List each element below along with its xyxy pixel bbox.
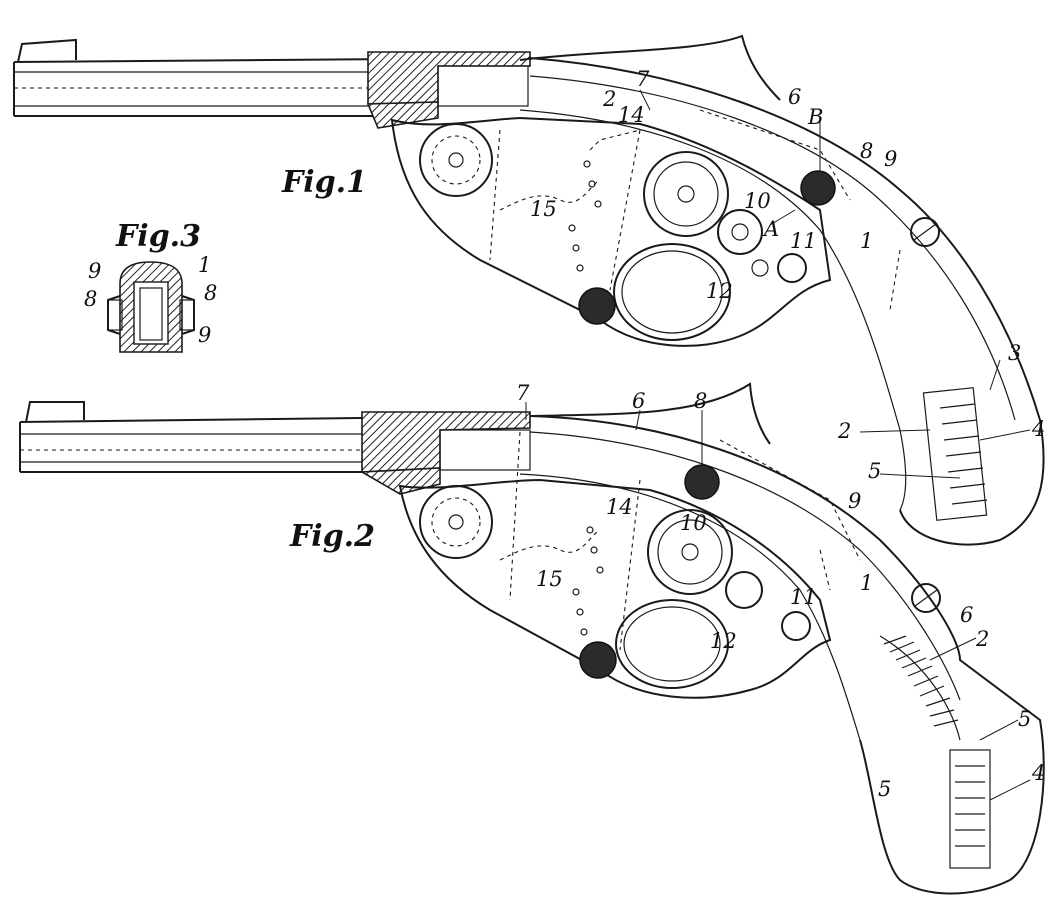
hammer-spur (529, 382, 771, 445)
label: 2 (602, 87, 616, 111)
grip-screw (911, 583, 941, 613)
label: 5 (1018, 707, 1031, 731)
label: 2 (975, 627, 989, 651)
front-sight (17, 38, 77, 63)
label: 5 (868, 459, 881, 483)
label: 3 (1008, 341, 1021, 365)
hammer-spur (519, 34, 781, 101)
plate-holes (568, 160, 602, 272)
pivot-pin (578, 287, 616, 325)
label: 11 (790, 585, 817, 609)
figure-2-pistol: Fig.2 7 6 8 14 10 9 15 1 11 12 6 2 5 5 4 (19, 381, 1045, 895)
label: 12 (710, 629, 737, 653)
label: 9 (198, 323, 211, 347)
label: 6 (960, 603, 973, 627)
label: 5 (878, 777, 891, 801)
grip-screw (910, 217, 940, 247)
plate-holes (572, 526, 604, 636)
label: 15 (530, 197, 557, 221)
label: 10 (680, 511, 707, 535)
label: 15 (536, 567, 563, 591)
trigger-guard (615, 599, 729, 689)
label: 9 (848, 489, 861, 513)
label: 4 (1031, 761, 1045, 785)
frame-outline (529, 415, 1045, 895)
lock-plate (398, 478, 832, 699)
label: 10 (744, 189, 771, 213)
center-wheel (647, 509, 733, 595)
label: 1 (198, 253, 211, 277)
breech-section (367, 51, 531, 105)
left-wheel (419, 123, 493, 197)
label: A (762, 217, 779, 241)
pin-8 (800, 170, 836, 206)
label: 14 (618, 103, 645, 127)
figure-1-label: Fig.1 (281, 165, 367, 200)
label: 4 (1031, 417, 1045, 441)
label: 7 (516, 381, 530, 405)
small-wheel (725, 571, 763, 609)
breech-section (361, 411, 531, 473)
label: 11 (790, 229, 817, 253)
pivot-pin (579, 641, 617, 679)
grip-spring (879, 635, 961, 741)
frame-outline (529, 57, 1045, 546)
label: 9 (884, 147, 897, 171)
grip-spring (922, 387, 988, 521)
left-wheel (419, 485, 493, 559)
label: 7 (636, 67, 650, 91)
front-sight (25, 401, 85, 423)
label: 8 (694, 389, 707, 413)
label: 6 (632, 389, 645, 413)
figure-3-cross-section: Fig.3 9 1 8 8 9 (84, 219, 217, 353)
label: 1 (860, 229, 873, 253)
lock-plate (390, 116, 832, 347)
label: 8 (204, 281, 217, 305)
label: 1 (860, 571, 873, 595)
figure-2-label: Fig.2 (289, 519, 375, 554)
label: 6 (788, 85, 801, 109)
label: B (807, 105, 823, 129)
figure-3-label: Fig.3 (115, 219, 201, 254)
label: 2 (837, 419, 851, 443)
trigger-guard (613, 243, 731, 341)
label: 12 (706, 279, 733, 303)
figure-1-pistol: Fig.1 7 2 14 6 B 8 9 15 10 A 11 1 12 3 2… (13, 34, 1045, 546)
small-wheel (717, 209, 763, 255)
label: 9 (88, 259, 101, 283)
pin-8 (684, 464, 720, 500)
label: 14 (606, 495, 633, 519)
label: 8 (860, 139, 873, 163)
label: 8 (84, 287, 97, 311)
center-wheel (643, 151, 729, 237)
